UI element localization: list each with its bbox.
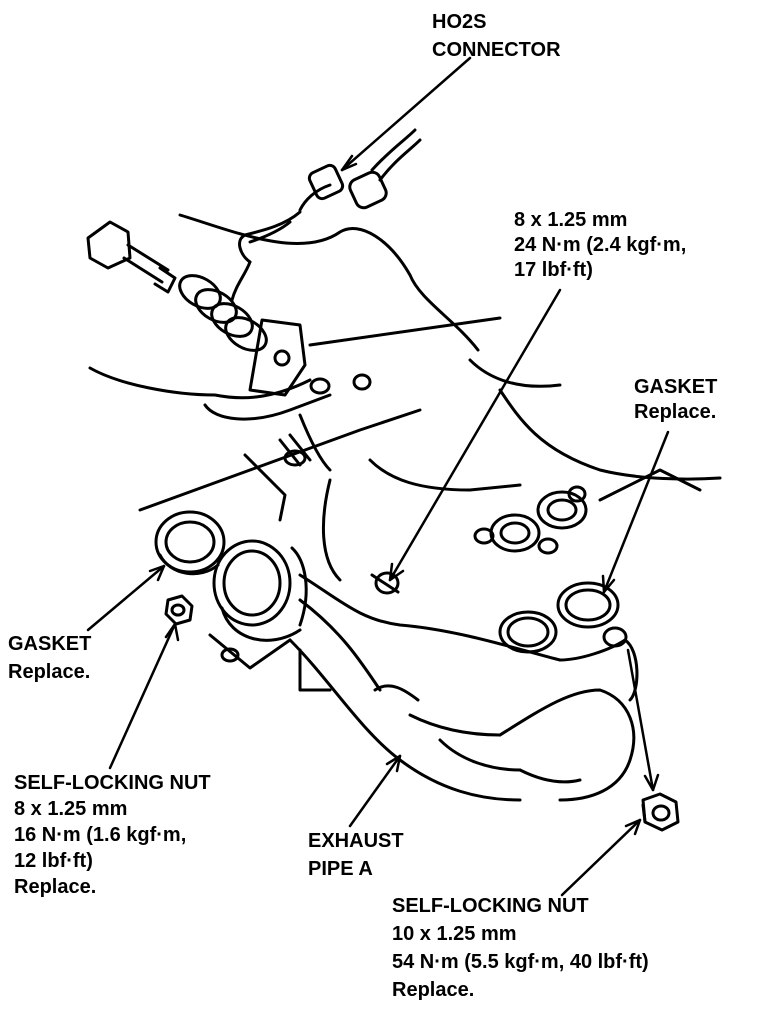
block-studs xyxy=(278,373,587,595)
callout-line: 24 N·m (2.4 kgf·m, xyxy=(514,234,687,256)
arrowhead-nut-left xyxy=(164,622,180,642)
callout-line: SELF-LOCKING NUT xyxy=(392,895,589,917)
callout-gasket-right: GASKET Replace. xyxy=(634,375,717,425)
callout-line: 10 x 1.25 mm xyxy=(392,923,517,945)
oxygen-sensor-drawing xyxy=(86,220,307,397)
callout-line: Replace. xyxy=(14,876,97,898)
callout-line: CONNECTOR xyxy=(432,39,561,61)
arrowhead-gasket-right xyxy=(601,574,616,594)
exhaust-pipe-body xyxy=(288,573,639,802)
leader-lines xyxy=(86,56,670,897)
arrowhead-bolt xyxy=(388,562,405,582)
leader-bolt xyxy=(388,288,562,582)
callout-ho2s-connector: HO2S CONNECTOR xyxy=(432,8,561,64)
arrowhead-nut-right-lower xyxy=(624,818,642,836)
self-locking-nut-left-drawing xyxy=(164,594,194,626)
leader-nut-left xyxy=(108,622,177,770)
arrowhead-ho2s xyxy=(340,154,358,172)
exhaust-pipe-flange xyxy=(208,539,308,670)
callout-line: 8 x 1.25 mm xyxy=(14,798,128,820)
callout-line: 17 lbf·ft) xyxy=(514,259,593,281)
leader-gasket-right xyxy=(602,430,670,594)
right-gasket-drawing xyxy=(498,581,620,654)
callout-gasket-left: GASKET Replace. xyxy=(8,630,91,686)
engine-block-outline xyxy=(88,213,722,582)
callout-self-locking-nut-right: SELF-LOCKING NUT 10 x 1.25 mm 54 N·m (5.… xyxy=(392,892,649,1004)
leader-nut-right-lower xyxy=(560,818,642,897)
leader-nut-right-upper xyxy=(626,648,655,792)
manifold-ports xyxy=(489,490,588,553)
self-locking-nut-right-drawing xyxy=(641,792,680,832)
callout-line: Replace. xyxy=(392,979,475,1001)
callout-exhaust-pipe: EXHAUST PIPE A xyxy=(308,827,404,883)
callout-bolt-spec: 8 x 1.25 mm 24 N·m (2.4 kgf·m, 17 lbf·ft… xyxy=(514,208,686,283)
leader-ho2s xyxy=(340,56,472,172)
callout-line: GASKET xyxy=(634,376,718,398)
callout-line: EXHAUST xyxy=(308,830,404,852)
callout-self-locking-nut-left: SELF-LOCKING NUT 8 x 1.25 mm 16 N·m (1.6… xyxy=(14,770,211,900)
callout-line: HO2S xyxy=(432,11,487,33)
arrowhead-gasket-left xyxy=(148,564,166,582)
callout-line: PIPE A xyxy=(308,858,373,880)
callout-line: 16 N·m (1.6 kgf·m, xyxy=(14,824,187,846)
callout-line: Replace. xyxy=(634,401,717,423)
callout-line: 54 N·m (5.5 kgf·m, 40 lbf·ft) xyxy=(392,951,649,973)
arrowhead-pipe xyxy=(385,754,402,773)
callout-line: 12 lbf·ft) xyxy=(14,850,93,872)
left-gasket-drawing xyxy=(154,510,226,576)
arrowhead-nut-right-upper xyxy=(643,773,660,792)
callout-line: 8 x 1.25 mm xyxy=(514,209,628,231)
callout-line: SELF-LOCKING NUT xyxy=(14,772,211,794)
callout-line: GASKET xyxy=(8,633,92,655)
leader-pipe xyxy=(348,754,402,828)
ho2s-connector-drawing xyxy=(230,128,422,302)
leader-gasket-left xyxy=(86,564,166,632)
callout-line: Replace. xyxy=(8,661,91,683)
